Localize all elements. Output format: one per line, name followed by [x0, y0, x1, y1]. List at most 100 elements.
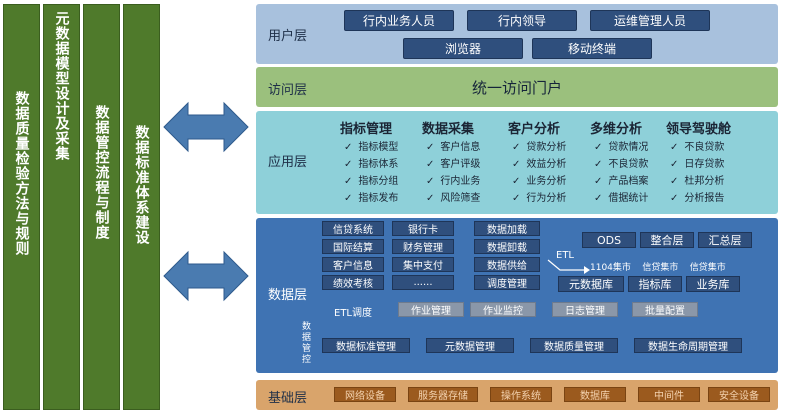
method-rules-column: 数据质量检验方法与规则	[3, 4, 40, 410]
metadata-column: 元数据模型设计及采集	[43, 4, 80, 410]
etl-dispatch-label: ETL调度	[334, 308, 372, 319]
app-item-label: 效益分析	[526, 159, 567, 170]
check-icon: ✓	[594, 142, 603, 153]
base-server-storage: 服务器存储	[408, 387, 478, 402]
check-icon: ✓	[670, 176, 679, 187]
gov-standard: 数据标准管理	[322, 338, 410, 353]
check-icon: ✓	[594, 176, 603, 187]
governance-process-label: 数据管控流程与制度	[93, 105, 110, 240]
source-finance: 财务管理	[392, 239, 454, 254]
user-mobile: 移动终端	[532, 38, 652, 59]
check-icon: ✓	[670, 142, 679, 153]
check-icon: ✓	[344, 142, 353, 153]
app-item-label: 指标发布	[358, 193, 399, 204]
app-item-label: 风险筛查	[440, 193, 481, 204]
check-icon: ✓	[594, 193, 603, 204]
app-item-label: 产品档案	[608, 176, 649, 187]
app-item-label: 分析报告	[684, 193, 725, 204]
app-item-label: 不良贷款	[608, 159, 649, 170]
app-group-item: ✓ 风险筛查	[426, 189, 480, 204]
app-item-label: 杜邦分析	[684, 176, 725, 187]
app-group-item: ✓业务分析	[512, 172, 566, 187]
wh-ods: ODS	[582, 232, 636, 248]
app-item-label: 不良贷款	[684, 142, 725, 153]
gov-metadata: 元数据管理	[426, 338, 514, 353]
source-credit-system: 信贷系统	[322, 221, 384, 236]
check-icon: ✓	[344, 193, 353, 204]
unified-portal: 统一访问门户	[471, 79, 562, 97]
app-group-head: 客户分析	[508, 122, 561, 137]
user-browser: 浏览器	[403, 38, 523, 59]
dispatch-batch-config: 批量配置	[632, 302, 698, 317]
source-intl-settlement: 国际结算	[322, 239, 384, 254]
db-business: 业务库	[686, 276, 740, 292]
app-group-item: ✓ 指标体系	[344, 155, 398, 170]
app-group-head: 领导驾驶舱	[666, 122, 732, 137]
app-group-item: ✓贷款情况	[594, 138, 648, 153]
user-bank-leaders: 行内领导	[467, 10, 577, 31]
app-group-item: ✓ 产品档案	[594, 172, 648, 187]
process-unload: 数据卸载	[474, 239, 540, 254]
lower-double-arrow-icon	[163, 250, 249, 302]
data-layer-title: 数据层	[268, 288, 308, 303]
source-central-payment: 集中支付	[392, 257, 454, 272]
app-group-item: ✓ 日存贷款	[670, 155, 724, 170]
app-item-label: 贷款分析	[526, 142, 567, 153]
check-icon: ✓	[426, 176, 435, 187]
check-icon: ✓	[344, 176, 353, 187]
check-icon: ✓	[426, 159, 435, 170]
source-bank-card: 银行卡	[392, 221, 454, 236]
check-icon: ✓	[670, 193, 679, 204]
db-metadata: 元数据库	[558, 276, 624, 292]
user-ops-staff: 运维管理人员	[590, 10, 710, 31]
etl-arrow-icon	[547, 259, 590, 274]
app-group-item: ✓ 贷款分析	[512, 138, 566, 153]
app-group-head: 数据采集	[422, 122, 475, 137]
user-business-staff: 行内业务人员	[344, 10, 454, 31]
app-item-label: 借据统计	[608, 193, 649, 204]
app-group-item: ✓ 借据统计	[594, 189, 648, 204]
process-scheduling: 调度管理	[474, 275, 540, 290]
check-icon: ✓	[512, 176, 521, 187]
db-indicator: 指标库	[628, 276, 682, 292]
check-icon: ✓	[670, 159, 679, 170]
gov-lifecycle: 数据生命周期管理	[634, 338, 742, 353]
dispatch-log-mgmt: 日志管理	[552, 302, 618, 317]
check-icon: ✓	[512, 142, 521, 153]
user-layer: 用户层 行内业务人员 行内领导 运维管理人员 浏览器 移动终端	[256, 4, 778, 64]
app-group-item: ✓ 指标模型	[344, 138, 398, 153]
app-group-item: ✓行为分析	[512, 189, 566, 204]
check-icon: ✓	[344, 159, 353, 170]
access-layer: 访问层 统一访问门户	[256, 67, 778, 107]
method-rules-label: 数据质量检验方法与规则	[13, 91, 30, 256]
check-icon: ✓	[426, 193, 435, 204]
app-group-item: ✓客户评级	[426, 155, 480, 170]
standard-system-column: 数据标准体系建设	[123, 4, 160, 410]
base-database: 数据库	[564, 387, 626, 402]
application-layer: 应用层 指标管理✓指标模型✓指标体系✓指标分组✓指标发布数据采集✓客户信息✓客户…	[256, 111, 778, 214]
check-icon: ✓	[594, 159, 603, 170]
app-group-item: ✓ 不良贷款	[594, 155, 648, 170]
etl-label: ETL	[556, 250, 574, 261]
check-icon: ✓	[512, 159, 521, 170]
app-group-item: ✓指标分组	[344, 172, 398, 187]
governance-process-column: 数据管控流程与制度	[83, 4, 120, 410]
app-group-item: ✓ 分析报告	[670, 189, 724, 204]
source-performance: 绩效考核	[322, 275, 384, 290]
app-item-label: 日存贷款	[684, 159, 725, 170]
app-group-item: ✓ 不良贷款	[670, 138, 724, 153]
app-item-label: 行为分析	[526, 193, 567, 204]
user-layer-title: 用户层	[268, 29, 308, 44]
metadata-label: 元数据模型设计及采集	[53, 11, 70, 161]
app-group-item: ✓ 杜邦分析	[670, 172, 724, 187]
base-layer: 基础层 网络设备 服务器存储 操作系统 数据库 中间件 安全设备	[256, 380, 778, 410]
dispatch-job-mgmt: 作业管理	[398, 302, 464, 317]
app-item-label: 指标模型	[358, 142, 399, 153]
process-supply: 数据供给	[474, 257, 540, 272]
base-os: 操作系统	[490, 387, 552, 402]
wh-integration: 整合层	[640, 232, 694, 248]
base-security: 安全设备	[708, 387, 770, 402]
app-group-head: 指标管理	[340, 122, 393, 137]
app-item-label: 指标体系	[358, 159, 399, 170]
app-group-item: ✓客户信息	[426, 138, 480, 153]
